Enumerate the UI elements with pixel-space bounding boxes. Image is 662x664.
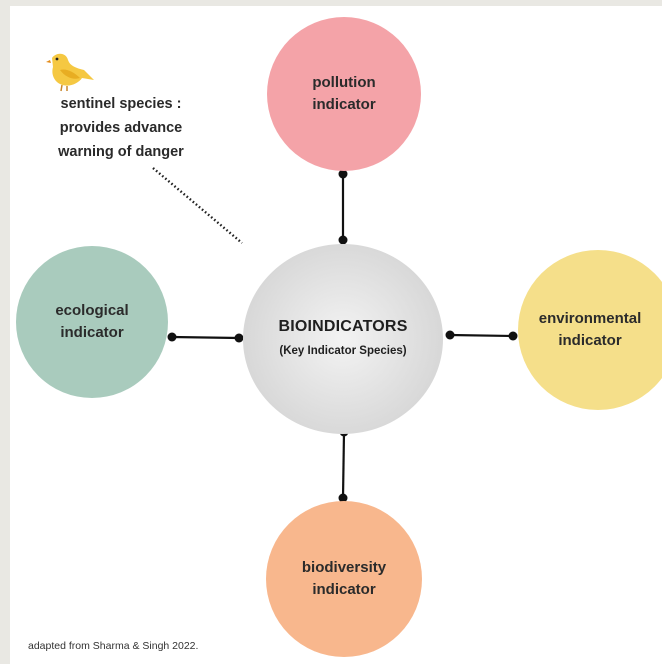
source-caption: adapted from Sharma & Singh 2022.: [28, 640, 199, 652]
connector-left: [171, 335, 240, 340]
node-ecological-indicator: ecological indicator: [16, 246, 168, 398]
connector-left-dot-inner: [234, 333, 244, 343]
node-label-line2: indicator: [312, 581, 376, 598]
sentinel-line2: provides advance: [59, 120, 183, 136]
center-subtitle: (Key Indicator Species): [279, 345, 407, 357]
node-label-line2: indicator: [60, 324, 124, 341]
yellow-bird-icon: [46, 53, 94, 92]
center-title: BIOINDICATORS: [278, 318, 408, 335]
node-environmental-indicator: environmental indicator: [518, 250, 662, 410]
node-label-line2: indicator: [312, 96, 376, 113]
diagram-canvas: pollution indicator ecological indicator…: [10, 6, 662, 664]
node-label-line1: biodiversity: [301, 559, 387, 576]
node-label-line1: pollution: [312, 74, 376, 91]
node-label-line1: environmental: [538, 310, 642, 327]
sentinel-note: sentinel species : provides advance warn…: [36, 92, 206, 164]
connector-left-dot-outer: [167, 332, 177, 342]
sentinel-line1: sentinel species :: [60, 96, 182, 112]
connector-right: [449, 333, 514, 338]
connector-bottom-dot-outer: [338, 493, 348, 503]
sentinel-pointer: [152, 167, 243, 244]
node-pollution-indicator: pollution indicator: [267, 17, 421, 171]
connector-right-dot-inner: [445, 330, 455, 340]
node-label-line2: indicator: [558, 332, 622, 349]
connector-top-dot-inner: [338, 235, 348, 245]
node-bioindicators-center: BIOINDICATORS (Key Indicator Species): [243, 244, 443, 434]
node-label-line1: ecological: [55, 302, 129, 319]
connector-bottom: [341, 431, 346, 499]
connector-top-dot-outer: [338, 169, 348, 179]
node-biodiversity-indicator: biodiversity indicator: [266, 501, 422, 657]
connectors: [152, 167, 518, 503]
connector-right-dot-outer: [508, 331, 518, 341]
sentinel-line3: warning of danger: [58, 144, 184, 160]
